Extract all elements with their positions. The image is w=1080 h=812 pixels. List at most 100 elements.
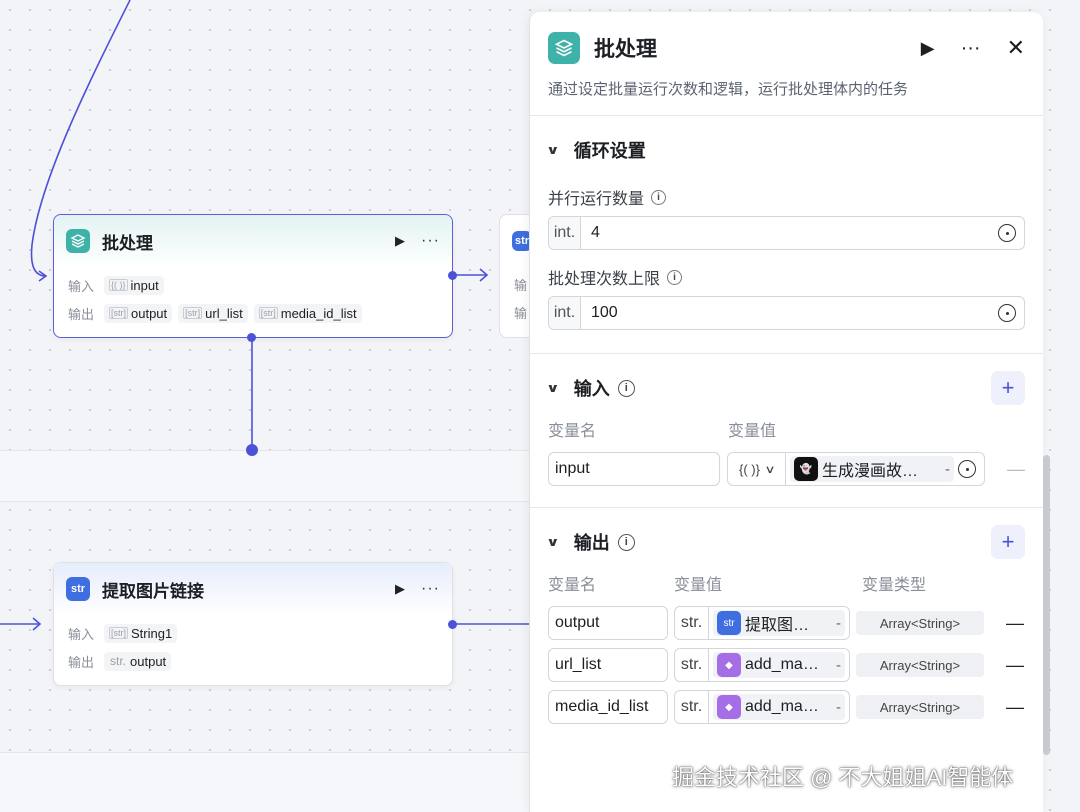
canvas-right-edge bbox=[1056, 0, 1080, 812]
loop-settings-title: 循环设置 bbox=[573, 141, 646, 161]
input-section-header[interactable]: ∨ 输入 i + bbox=[546, 354, 1025, 422]
parallel-count-value[interactable]: 4 bbox=[591, 224, 600, 241]
loop-settings-header[interactable]: ∨ 循环设置 bbox=[546, 116, 1025, 184]
extract-node-inputs: 输入 [str]String1 bbox=[54, 619, 452, 647]
next-node-output-label: 输 bbox=[514, 306, 528, 321]
more-icon[interactable]: ··· bbox=[421, 580, 440, 597]
batch-bottom-handle[interactable] bbox=[247, 333, 256, 342]
output-value-field[interactable]: str. ◆ add_ma… - bbox=[674, 690, 850, 724]
batch-node-outputs: 输出 [str]output [str]url_list [str]media_… bbox=[54, 299, 452, 327]
type-prefix: str. bbox=[675, 607, 709, 639]
edge-batch-to-next-arrow bbox=[479, 268, 489, 282]
extract-output-handle[interactable] bbox=[448, 620, 457, 629]
input-section-title: 输入 bbox=[573, 379, 610, 399]
str-plugin-icon: str bbox=[66, 577, 90, 601]
batch-output-handle[interactable] bbox=[448, 271, 457, 280]
add-input-button[interactable]: + bbox=[991, 371, 1025, 405]
col-variable-value: 变量值 bbox=[728, 423, 777, 440]
output-section-header[interactable]: ∨ 输出 i + bbox=[546, 508, 1025, 576]
variable-type-badge: Array<String> bbox=[856, 611, 984, 635]
output-name-field[interactable]: url_list bbox=[548, 648, 668, 682]
extract-node-outputs: 输出 str.output bbox=[54, 647, 452, 675]
node-reference-chip[interactable]: 👻 生成漫画故… - bbox=[790, 456, 954, 482]
info-icon[interactable]: i bbox=[651, 189, 667, 205]
panel-scrollbar[interactable] bbox=[1043, 455, 1050, 755]
variable-ref-icon[interactable] bbox=[958, 460, 976, 478]
output-column-headers: 变量名 变量值 变量类型 bbox=[548, 570, 1025, 596]
batch-node[interactable]: 批处理 ▶ ··· 输入 {( )}input 输出 [str]output [… bbox=[53, 214, 457, 342]
input-value-field[interactable]: {( )}∨ 👻 生成漫画故… - bbox=[727, 452, 985, 486]
ghost-avatar-icon: 👻 bbox=[794, 457, 818, 481]
output-row: url_list str. ◆ add_ma… - Array<String> … bbox=[548, 648, 1025, 682]
variable-ref-icon[interactable] bbox=[998, 304, 1016, 322]
parallel-count-input[interactable]: int. 4 bbox=[548, 216, 1025, 250]
batch-node-header: 批处理 ▶ ··· bbox=[54, 215, 452, 267]
node-reference-chip[interactable]: ◆ add_ma… - bbox=[713, 652, 845, 678]
more-icon[interactable]: ··· bbox=[960, 36, 981, 59]
more-icon[interactable]: ··· bbox=[421, 232, 440, 249]
chevron-down-icon[interactable]: ∨ bbox=[546, 381, 560, 395]
play-icon[interactable]: ▶ bbox=[395, 233, 406, 248]
remove-input-button[interactable]: — bbox=[1007, 458, 1025, 479]
input-column-headers: 变量名 变量值 bbox=[548, 416, 1025, 442]
cube-icon: ◆ bbox=[717, 695, 741, 719]
output-row: media_id_list str. ◆ add_ma… - Array<Str… bbox=[548, 690, 1025, 724]
info-icon[interactable]: i bbox=[617, 379, 635, 397]
node-reference-chip[interactable]: ◆ add_ma… - bbox=[713, 694, 845, 720]
input-name-field[interactable]: input bbox=[548, 452, 720, 486]
remove-output-button[interactable]: — bbox=[1006, 654, 1024, 675]
next-node-input-label: 输 bbox=[514, 278, 528, 293]
cube-icon: ◆ bbox=[717, 653, 741, 677]
edge-into-extract-arrow bbox=[32, 617, 42, 631]
extract-output-chip: str.output bbox=[104, 651, 172, 671]
info-icon[interactable]: i bbox=[617, 533, 635, 551]
remove-output-button[interactable]: — bbox=[1006, 612, 1024, 633]
col-variable-type: 变量类型 bbox=[862, 577, 927, 594]
output-name-field[interactable]: media_id_list bbox=[548, 690, 668, 724]
input-row: input {( )}∨ 👻 生成漫画故… - — bbox=[548, 452, 1025, 486]
add-output-button[interactable]: + bbox=[991, 525, 1025, 559]
batch-output-label: 输出 bbox=[68, 306, 95, 322]
output-name-field[interactable]: output bbox=[548, 606, 668, 640]
chevron-down-icon[interactable]: ∨ bbox=[546, 143, 560, 157]
output-value-field[interactable]: str. str 提取图… - bbox=[674, 606, 850, 640]
panel-header: 批处理 ▶ ··· ✕ 通过设定批量运行次数和逻辑，运行批处理体内的任务 bbox=[530, 12, 1043, 116]
info-icon[interactable]: i bbox=[667, 269, 683, 285]
type-prefix: str. bbox=[675, 691, 709, 723]
variable-type-badge: Array<String> bbox=[856, 653, 984, 677]
node-reference-chip[interactable]: str 提取图… - bbox=[713, 610, 845, 636]
panel-title: 批处理 bbox=[594, 38, 657, 61]
batch-limit-input[interactable]: int. 100 bbox=[548, 296, 1025, 330]
str-plugin-icon: str bbox=[717, 611, 741, 635]
extract-input-chip: [str]String1 bbox=[104, 623, 178, 643]
extract-node-header: str 提取图片链接 ▶ ··· bbox=[54, 563, 452, 615]
output-section-title: 输出 bbox=[573, 533, 610, 553]
remove-output-button[interactable]: — bbox=[1006, 696, 1024, 717]
batch-input-chip: {( )}input bbox=[104, 275, 164, 295]
output-section: ∨ 输出 i + 变量名 变量值 变量类型 output str. str 提取… bbox=[530, 508, 1043, 724]
batch-node-inputs: 输入 {( )}input bbox=[54, 271, 452, 299]
batch-limit-value[interactable]: 100 bbox=[591, 304, 618, 321]
close-icon[interactable]: ✕ bbox=[1006, 35, 1025, 60]
play-icon[interactable]: ▶ bbox=[395, 581, 406, 596]
canvas-bottom-band bbox=[0, 752, 530, 812]
play-icon[interactable]: ▶ bbox=[920, 37, 935, 58]
input-section: ∨ 输入 i + 变量名 变量值 input {( )}∨ 👻 生成漫画故… - bbox=[530, 354, 1043, 508]
edge-into-batch-arrow bbox=[38, 270, 48, 282]
batch-node-title: 批处理 bbox=[102, 233, 153, 253]
int-type-prefix: int. bbox=[549, 217, 581, 249]
output-value-field[interactable]: str. ◆ add_ma… - bbox=[674, 648, 850, 682]
chevron-down-icon[interactable]: ∨ bbox=[546, 535, 560, 549]
chevron-down-icon: ∨ bbox=[764, 463, 776, 476]
type-selector[interactable]: {( )}∨ bbox=[728, 453, 786, 485]
extract-image-link-node[interactable]: str 提取图片链接 ▶ ··· 输入 [str]String1 输出 str.… bbox=[53, 562, 457, 686]
panel-description: 通过设定批量运行次数和逻辑，运行批处理体内的任务 bbox=[548, 81, 909, 98]
layers-icon bbox=[548, 32, 580, 64]
variable-ref-icon[interactable] bbox=[998, 224, 1016, 242]
col-variable-name: 变量名 bbox=[548, 577, 597, 594]
batch-settings-panel: 批处理 ▶ ··· ✕ 通过设定批量运行次数和逻辑，运行批处理体内的任务 ∨ 循… bbox=[529, 12, 1043, 812]
batch-output-chip: [str]url_list bbox=[178, 303, 248, 323]
extract-node-title: 提取图片链接 bbox=[102, 581, 204, 601]
